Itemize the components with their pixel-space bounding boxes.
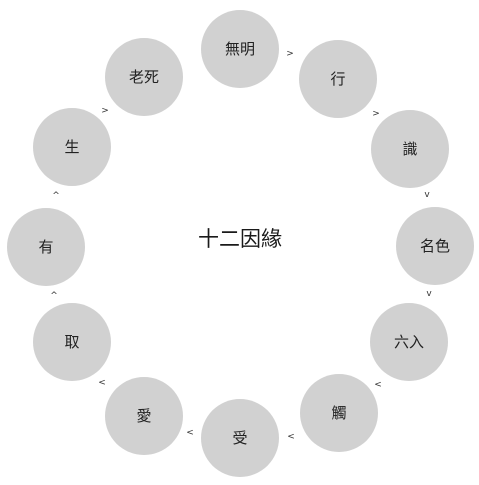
- arrow-icon: >: [372, 109, 380, 119]
- node-shou: 受: [201, 399, 279, 477]
- arrow-icon: ^: [50, 291, 58, 301]
- node-wuming: 無明: [201, 10, 279, 88]
- node-laosi: 老死: [105, 38, 183, 116]
- arrow-icon: <: [287, 432, 295, 442]
- node-liuru: 六入: [370, 303, 448, 381]
- node-xing: 行: [299, 40, 377, 118]
- arrow-icon: <: [98, 378, 106, 388]
- arrow-icon: <: [186, 428, 194, 438]
- node-shi: 識: [371, 110, 449, 188]
- node-mingse: 名色: [396, 207, 474, 285]
- arrow-icon: v: [424, 190, 430, 200]
- arrow-icon: <: [374, 380, 382, 390]
- arrow-icon: ^: [52, 191, 60, 201]
- node-ai: 愛: [105, 377, 183, 455]
- node-qu: 取: [33, 303, 111, 381]
- diagram-title: 十二因緣: [198, 227, 282, 251]
- node-sheng: 生: [33, 108, 111, 186]
- arrow-icon: >: [101, 106, 109, 116]
- node-chu: 觸: [300, 374, 378, 452]
- node-you: 有: [7, 208, 85, 286]
- arrow-icon: >: [286, 49, 294, 59]
- arrow-icon: v: [426, 289, 432, 299]
